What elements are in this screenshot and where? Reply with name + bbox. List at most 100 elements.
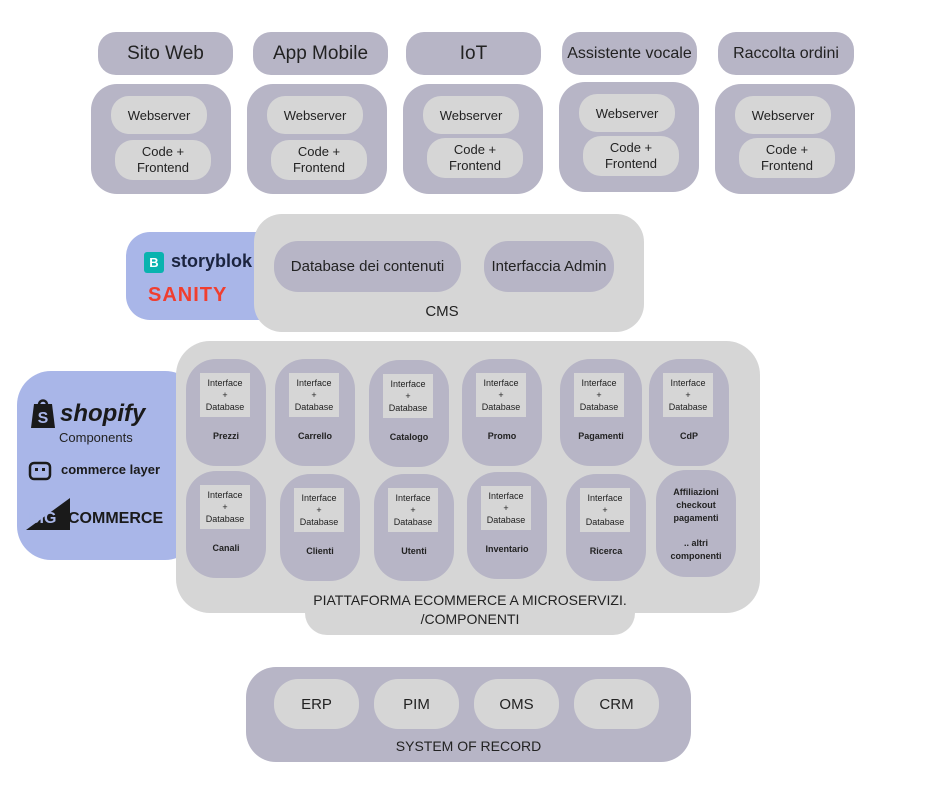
component-interface-database: Interface + Database <box>289 373 339 417</box>
database-label: Database <box>585 517 625 527</box>
sor-item-oms: OMS <box>474 679 559 729</box>
webserver-box: Webserver <box>267 96 363 134</box>
plus-label: + <box>222 502 228 512</box>
sor-item-crm: CRM <box>574 679 659 729</box>
interface-label: Interface <box>207 378 243 388</box>
ecommerce-label: PIATTAFORMA ECOMMERCE A MICROSERVIZI. /C… <box>290 591 650 629</box>
commercelayer-wordmark: commerce layer <box>61 462 161 477</box>
code-label: Code + <box>765 142 809 157</box>
component-prezzi: Interface + Database Prezzi <box>186 359 266 466</box>
component-utenti: Interface + Database Utenti <box>374 474 454 581</box>
ecommerce-label-line1: PIATTAFORMA ECOMMERCE A MICROSERVIZI. <box>313 592 627 608</box>
database-label: Database <box>486 515 526 525</box>
interface-label: Interface <box>296 378 332 388</box>
component-interface-database: Interface + Database <box>574 373 624 417</box>
commercelayer-mark-icon <box>28 461 52 481</box>
component-name: Canali <box>212 543 240 553</box>
code-label: Code + <box>141 144 185 159</box>
cms-database-box: Database dei contenuti <box>274 241 461 292</box>
database-label: Database <box>393 517 433 527</box>
code-frontend-box: Code + Frontend <box>115 140 211 180</box>
component-name: Promo <box>487 431 517 441</box>
webserver-box: Webserver <box>423 96 519 134</box>
shopify-wordmark: shopify <box>60 400 146 427</box>
shopify-bag-icon: S <box>31 399 55 428</box>
plus-label: + <box>311 390 317 400</box>
sor-item-erp: ERP <box>274 679 359 729</box>
bigcommerce-mark-icon <box>26 498 70 530</box>
database-label: Database <box>668 402 708 412</box>
svg-text:S: S <box>38 410 49 427</box>
componenti-label: componenti <box>670 551 722 561</box>
altri-label: .. altri <box>683 538 708 548</box>
component-ricerca: Interface + Database Ricerca <box>566 474 646 581</box>
plus-label: + <box>498 390 504 400</box>
component-interface-database: Interface + Database <box>481 486 531 530</box>
component-interface-database: Interface + Database <box>200 485 250 529</box>
code-frontend-box: Code + Frontend <box>739 138 835 178</box>
component-clienti: Interface + Database Clienti <box>280 474 360 581</box>
cms-admin-box: Interfaccia Admin <box>484 241 614 292</box>
database-label: Database <box>388 403 428 413</box>
code-label: Code + <box>609 140 653 155</box>
channel-title: App Mobile <box>253 32 388 75</box>
frontend-label: Frontend <box>448 158 502 173</box>
component-name: CdP <box>680 431 698 441</box>
plus-label: + <box>596 390 602 400</box>
frontend-label: Frontend <box>136 160 190 175</box>
database-label: Database <box>481 402 521 412</box>
checkout-label: checkout <box>676 500 716 510</box>
plus-label: + <box>685 390 691 400</box>
component-promo: Interface + Database Promo <box>462 359 542 466</box>
code-label: Code + <box>453 142 497 157</box>
component-name: Utenti <box>401 546 427 556</box>
interface-label: Interface <box>301 493 337 503</box>
code-frontend-box: Code + Frontend <box>271 140 367 180</box>
sanity-logo: SANITY <box>148 284 228 306</box>
component-inventario: Interface + Database Inventario <box>467 472 547 579</box>
component-interface-database: Interface + Database <box>580 488 630 532</box>
component-interface-database: Interface + Database <box>388 488 438 532</box>
frontend-label: Frontend <box>604 156 658 171</box>
component-name: Carrello <box>297 431 332 441</box>
component-canali: Interface + Database Canali <box>186 471 266 578</box>
bigcommerce-commerce-text: COMMERCE <box>68 510 164 527</box>
cms-label: CMS <box>425 303 459 320</box>
shopify-components-label: Components <box>59 430 133 445</box>
plus-label: + <box>222 390 228 400</box>
component-altri-text: Affiliazioni checkout pagamenti .. altri… <box>660 486 732 563</box>
component-name: Ricerca <box>589 546 623 556</box>
component-name: Clienti <box>306 546 334 556</box>
component-name: Inventario <box>485 544 529 554</box>
affiliazioni-label: Affiliazioni <box>673 487 719 497</box>
plus-label: + <box>405 391 411 401</box>
plus-label: + <box>316 505 322 515</box>
plus-label: + <box>410 505 416 515</box>
frontend-label: Frontend <box>292 160 346 175</box>
component-pagamenti: Interface + Database Pagamenti <box>560 359 642 466</box>
plus-label: + <box>503 503 509 513</box>
code-frontend-box: Code + Frontend <box>583 136 679 176</box>
storyblok-mark-icon: B <box>144 252 164 273</box>
database-label: Database <box>205 514 245 524</box>
database-label: Database <box>579 402 619 412</box>
interface-label: Interface <box>390 379 426 389</box>
component-name: Pagamenti <box>578 431 624 441</box>
component-carrello: Interface + Database Carrello <box>275 359 355 466</box>
code-frontend-box: Code + Frontend <box>427 138 523 178</box>
interface-label: Interface <box>587 493 623 503</box>
component-name: Prezzi <box>212 431 239 441</box>
code-label: Code + <box>297 144 341 159</box>
webserver-box: Webserver <box>735 96 831 134</box>
pagamenti-label: pagamenti <box>673 513 719 523</box>
interface-label: Interface <box>395 493 431 503</box>
interface-label: Interface <box>207 490 243 500</box>
bigcommerce-big-text: BIG <box>28 510 57 527</box>
storyblok-wordmark: storyblok <box>171 251 253 271</box>
component-name: Catalogo <box>389 432 429 442</box>
frontend-label: Frontend <box>760 158 814 173</box>
component-catalogo: Interface + Database Catalogo <box>369 360 449 467</box>
database-label: Database <box>205 402 245 412</box>
system-of-record-label: SYSTEM OF RECORD <box>395 738 542 754</box>
component-interface-database: Interface + Database <box>383 374 433 418</box>
